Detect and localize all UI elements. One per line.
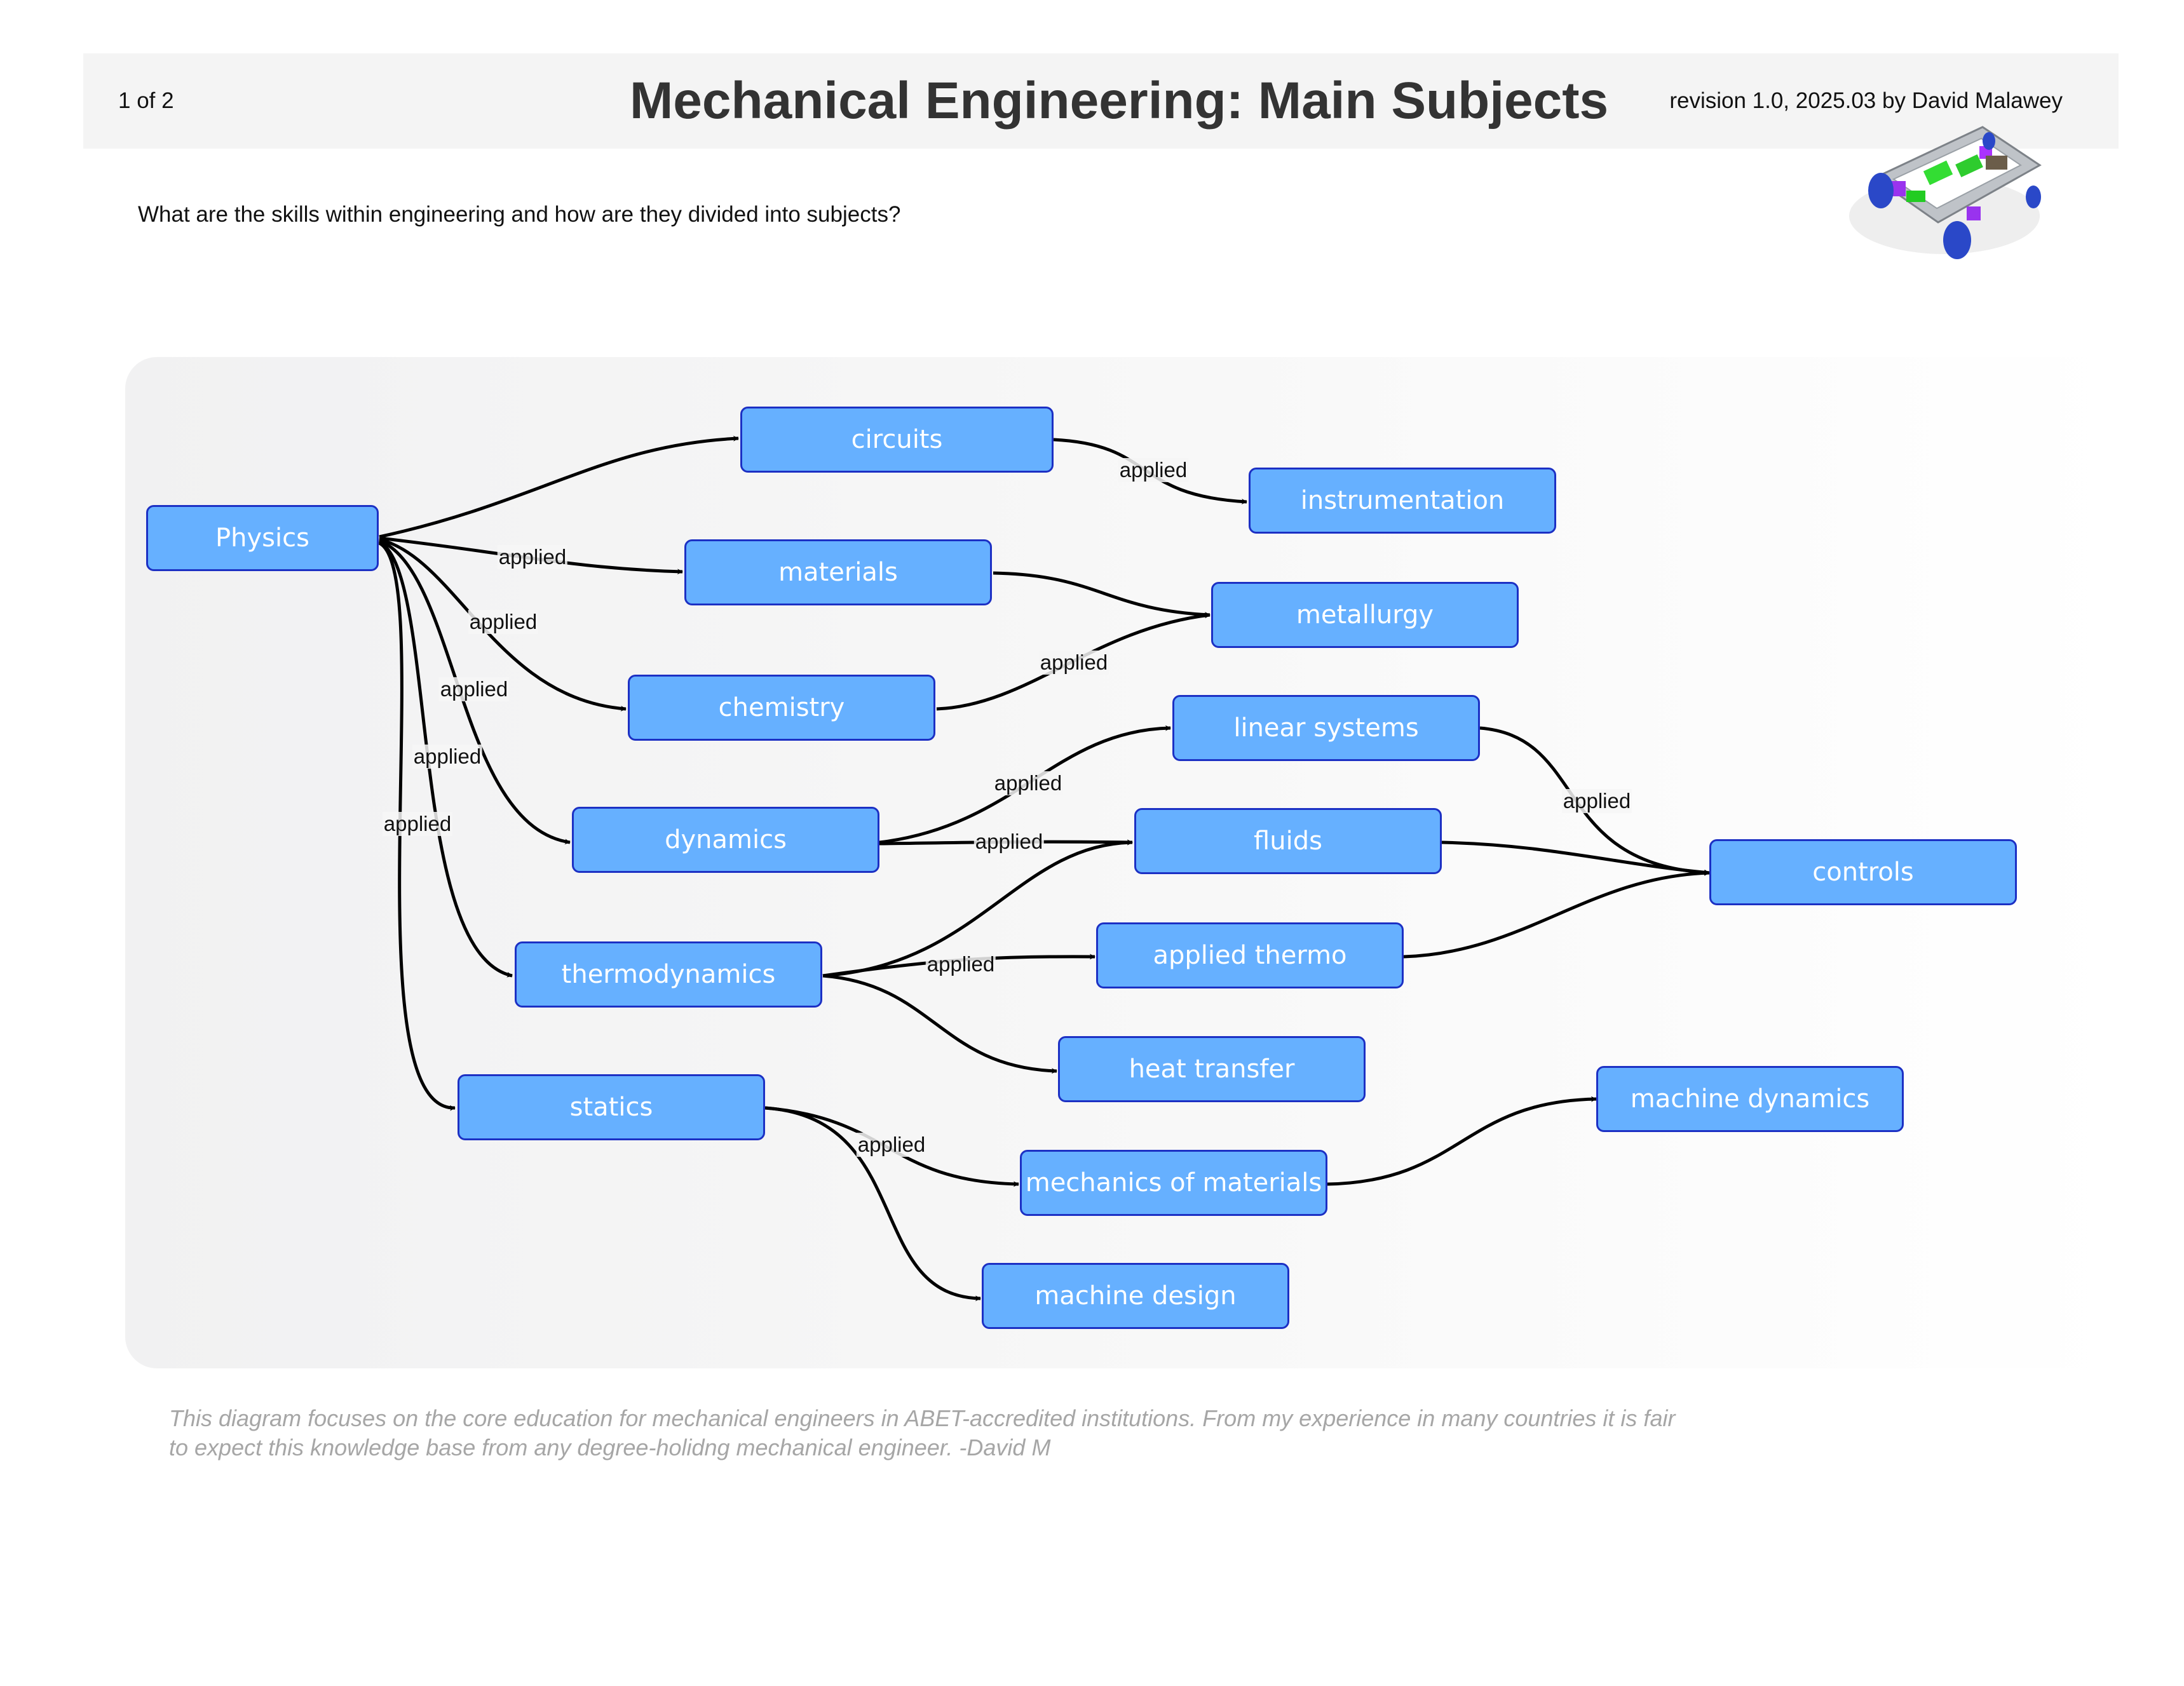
header-bar: 1 of 2 Mechanical Engineering: Main Subj… <box>83 53 2119 149</box>
edge-label-statics-mom: applied <box>856 1133 927 1157</box>
edge-mom-machinedyn <box>1327 1096 1597 1186</box>
revision-info: revision 1.0, 2025.03 by David Malawey <box>1669 88 2063 113</box>
robot-cart-icon <box>1849 126 2042 259</box>
node-dynamics: dynamics <box>572 807 879 873</box>
edge-label-dynamics-linear: applied <box>993 771 1064 795</box>
node-heat-transfer: heat transfer <box>1058 1036 1366 1102</box>
edge-materials-metallurgy <box>993 571 1211 618</box>
node-linear-systems: linear systems <box>1172 695 1480 761</box>
edge-label-chemistry-metallurgy: applied <box>1038 651 1109 675</box>
edge-thermo-fluids <box>822 839 1133 978</box>
edge-appliedthermo-controls <box>1403 870 1710 959</box>
node-mechanics-of-materials: mechanics of materials <box>1020 1150 1327 1216</box>
node-applied-thermo: applied thermo <box>1096 922 1404 988</box>
node-circuits: circuits <box>740 407 1054 473</box>
node-machine-dynamics: machine dynamics <box>1596 1066 1904 1132</box>
node-metallurgy: metallurgy <box>1211 582 1519 648</box>
node-materials: materials <box>684 539 992 605</box>
node-physics: Physics <box>146 505 379 571</box>
edge-label-circuits-instrumentation: applied <box>1118 458 1189 482</box>
edge-label-thermo-appliedthermo: applied <box>925 952 996 976</box>
edge-label-physics-chemistry: applied <box>468 610 539 634</box>
page-title: Mechanical Engineering: Main Subjects <box>630 72 1609 130</box>
node-machine-design: machine design <box>982 1263 1289 1329</box>
node-statics: statics <box>458 1074 765 1140</box>
node-thermodynamics: thermodynamics <box>515 941 822 1008</box>
edge-label-dynamics-fluids: applied <box>973 830 1045 854</box>
edge-label-linear-controls: applied <box>1561 789 1632 813</box>
node-instrumentation: instrumentation <box>1249 468 1556 534</box>
edge-physics-circuits <box>379 435 739 539</box>
node-controls: controls <box>1709 839 2017 905</box>
question-text: What are the skills within engineering a… <box>138 202 901 227</box>
footnote: This diagram focuses on the core educati… <box>169 1405 1676 1460</box>
edge-label-physics-materials: applied <box>497 545 568 569</box>
edge-label-physics-dynamics: applied <box>438 677 510 701</box>
node-fluids: fluids <box>1134 808 1442 874</box>
edge-thermo-heat <box>822 974 1057 1074</box>
edge-fluids-controls <box>1441 840 1710 875</box>
edge-label-physics-statics: applied <box>382 812 453 836</box>
edge-statics-design <box>764 1106 981 1302</box>
page-number: 1 of 2 <box>118 88 174 113</box>
node-chemistry: chemistry <box>628 675 935 741</box>
edge-physics-statics <box>378 541 456 1111</box>
edge-label-physics-thermodynamics: applied <box>412 745 483 769</box>
